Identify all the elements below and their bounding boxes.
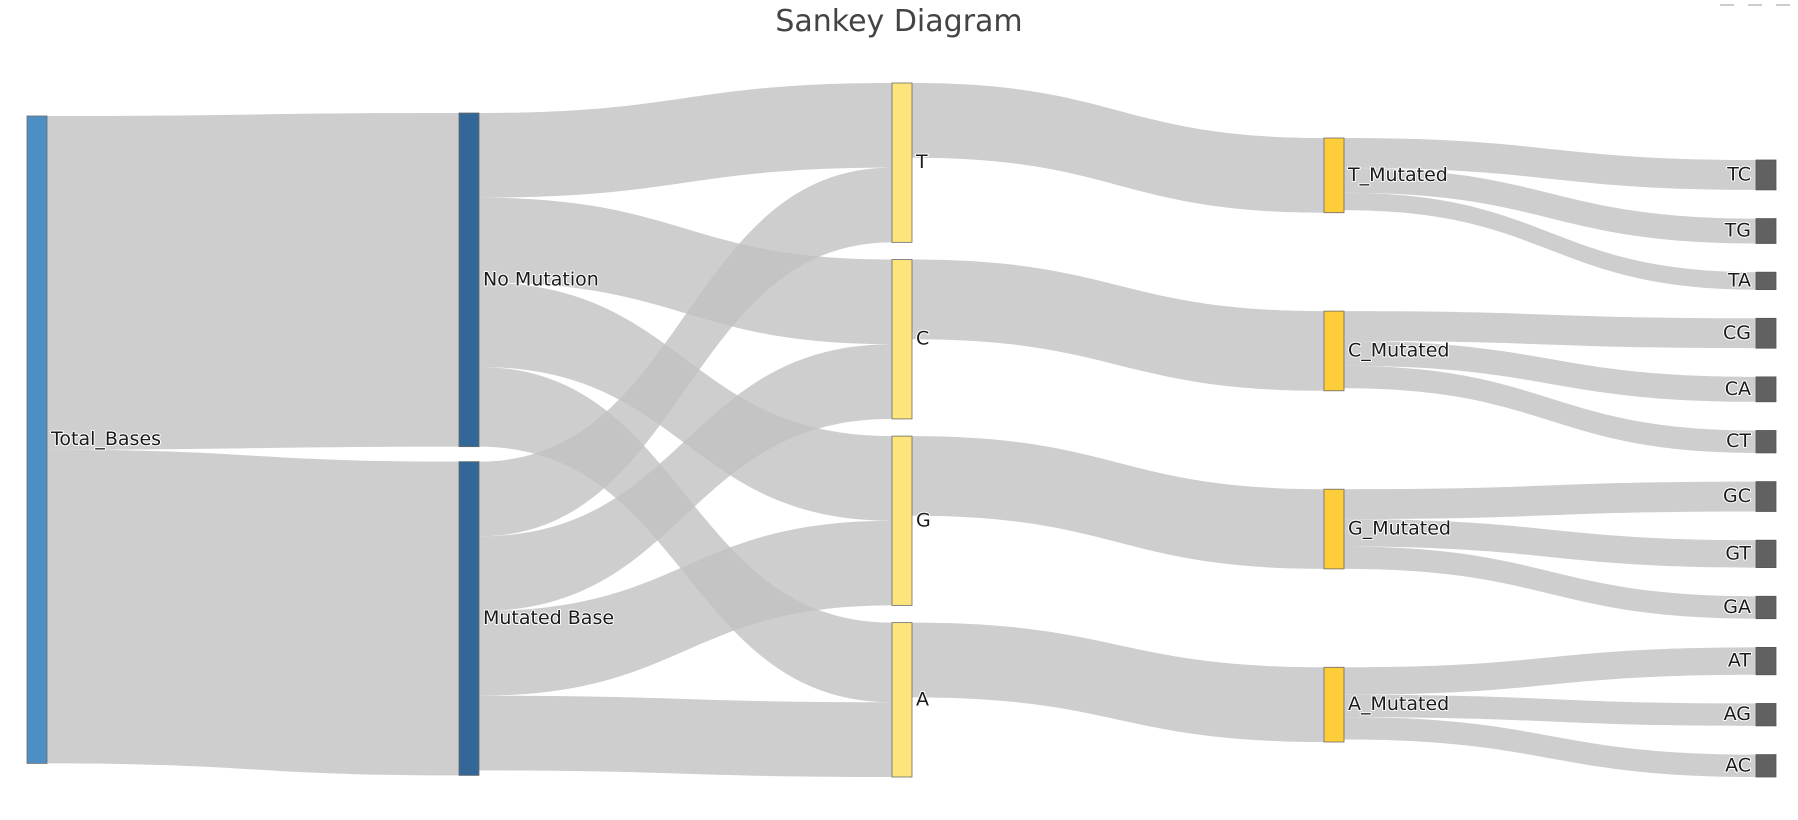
node-label-ac: AC [1725,754,1751,776]
node-label-mutated-base: Mutated Base [483,607,614,629]
link-a-to-a_mutated[interactable] [912,622,1324,742]
link-a_mutated-to-at[interactable] [1344,647,1756,695]
node-label-total_bases: Total_Bases [50,428,161,450]
node-no-mutation[interactable] [458,112,480,448]
node-g_mutated[interactable] [1323,488,1345,570]
node-label-a_mutated: A_Mutated [1348,693,1449,715]
node-at[interactable] [1755,646,1777,676]
node-total_bases[interactable] [26,115,48,764]
node-ag[interactable] [1755,703,1777,727]
node-g[interactable] [891,435,913,606]
close-icon[interactable] [1776,0,1790,6]
node-label-no-mutation: No Mutation [483,268,599,290]
node-c_mutated[interactable] [1323,310,1345,392]
links-layer [47,83,1756,777]
node-label-ga: GA [1723,596,1751,618]
node-ga[interactable] [1755,595,1777,620]
node-tc[interactable] [1755,159,1777,191]
link-total_bases-to-mutated-base[interactable] [47,449,459,776]
node-gt[interactable] [1755,539,1777,568]
node-label-gc: GC [1723,485,1751,507]
link-c_mutated-to-ca[interactable] [1344,340,1756,402]
modebar[interactable] [1720,0,1790,6]
node-c[interactable] [891,259,913,420]
node-gc[interactable] [1755,481,1777,512]
link-c_mutated-to-cg[interactable] [1344,311,1756,349]
link-c-to-c_mutated[interactable] [912,259,1324,391]
node-label-c_mutated: C_Mutated [1348,339,1450,361]
node-label-tc: TC [1726,163,1751,185]
node-a[interactable] [891,622,913,778]
node-label-tg: TG [1724,220,1751,242]
link-mutated-base-to-a[interactable] [479,695,892,777]
link-t_mutated-to-tg[interactable] [1344,167,1756,244]
node-label-ca: CA [1725,378,1751,400]
node-label-cg: CG [1723,322,1751,344]
node-ac[interactable] [1755,754,1777,778]
link-a_mutated-to-ag[interactable] [1344,694,1756,726]
node-ta[interactable] [1755,271,1777,291]
node-label-g: G [916,509,931,531]
diagram-title: Sankey Diagram [775,4,1023,39]
link-mutated-base-to-t[interactable] [479,167,892,537]
node-mutated-base[interactable] [458,461,480,776]
node-label-t: T [915,151,928,173]
link-g_mutated-to-gc[interactable] [1344,481,1756,520]
node-cg[interactable] [1755,317,1777,349]
link-a_mutated-to-ac[interactable] [1344,717,1756,777]
link-t_mutated-to-tc[interactable] [1344,138,1756,190]
link-no-mutation-to-t[interactable] [479,83,892,198]
link-g-to-g_mutated[interactable] [912,436,1324,569]
link-c_mutated-to-ct[interactable] [1344,365,1756,453]
node-a_mutated[interactable] [1323,666,1345,743]
node-t_mutated[interactable] [1323,137,1345,214]
bar-chart-icon[interactable] [1748,0,1762,6]
node-t[interactable] [891,82,913,243]
node-label-c: C [916,328,929,350]
link-mutated-base-to-c[interactable] [479,344,892,612]
node-tg[interactable] [1755,218,1777,244]
node-ca[interactable] [1755,376,1777,403]
link-g_mutated-to-ga[interactable] [1344,546,1756,619]
camera-icon[interactable] [1720,0,1734,6]
link-no-mutation-to-c[interactable] [479,197,892,345]
node-label-a: A [916,688,929,710]
node-label-at: AT [1728,650,1752,672]
node-label-ta: TA [1727,269,1751,291]
nodes-layer [26,82,1777,778]
link-g_mutated-to-gt[interactable] [1344,519,1756,568]
node-label-ct: CT [1726,430,1751,452]
link-total_bases-to-no-mutation[interactable] [47,113,459,450]
link-no-mutation-to-g[interactable] [479,282,892,521]
node-ct[interactable] [1755,430,1777,454]
node-label-gt: GT [1725,542,1751,564]
node-label-ag: AG [1724,703,1751,725]
link-t_mutated-to-ta[interactable] [1344,192,1756,290]
node-label-g_mutated: G_Mutated [1348,518,1451,540]
link-mutated-base-to-g[interactable] [479,520,892,696]
link-t-to-t_mutated[interactable] [912,83,1324,213]
node-label-t_mutated: T_Mutated [1347,164,1448,186]
